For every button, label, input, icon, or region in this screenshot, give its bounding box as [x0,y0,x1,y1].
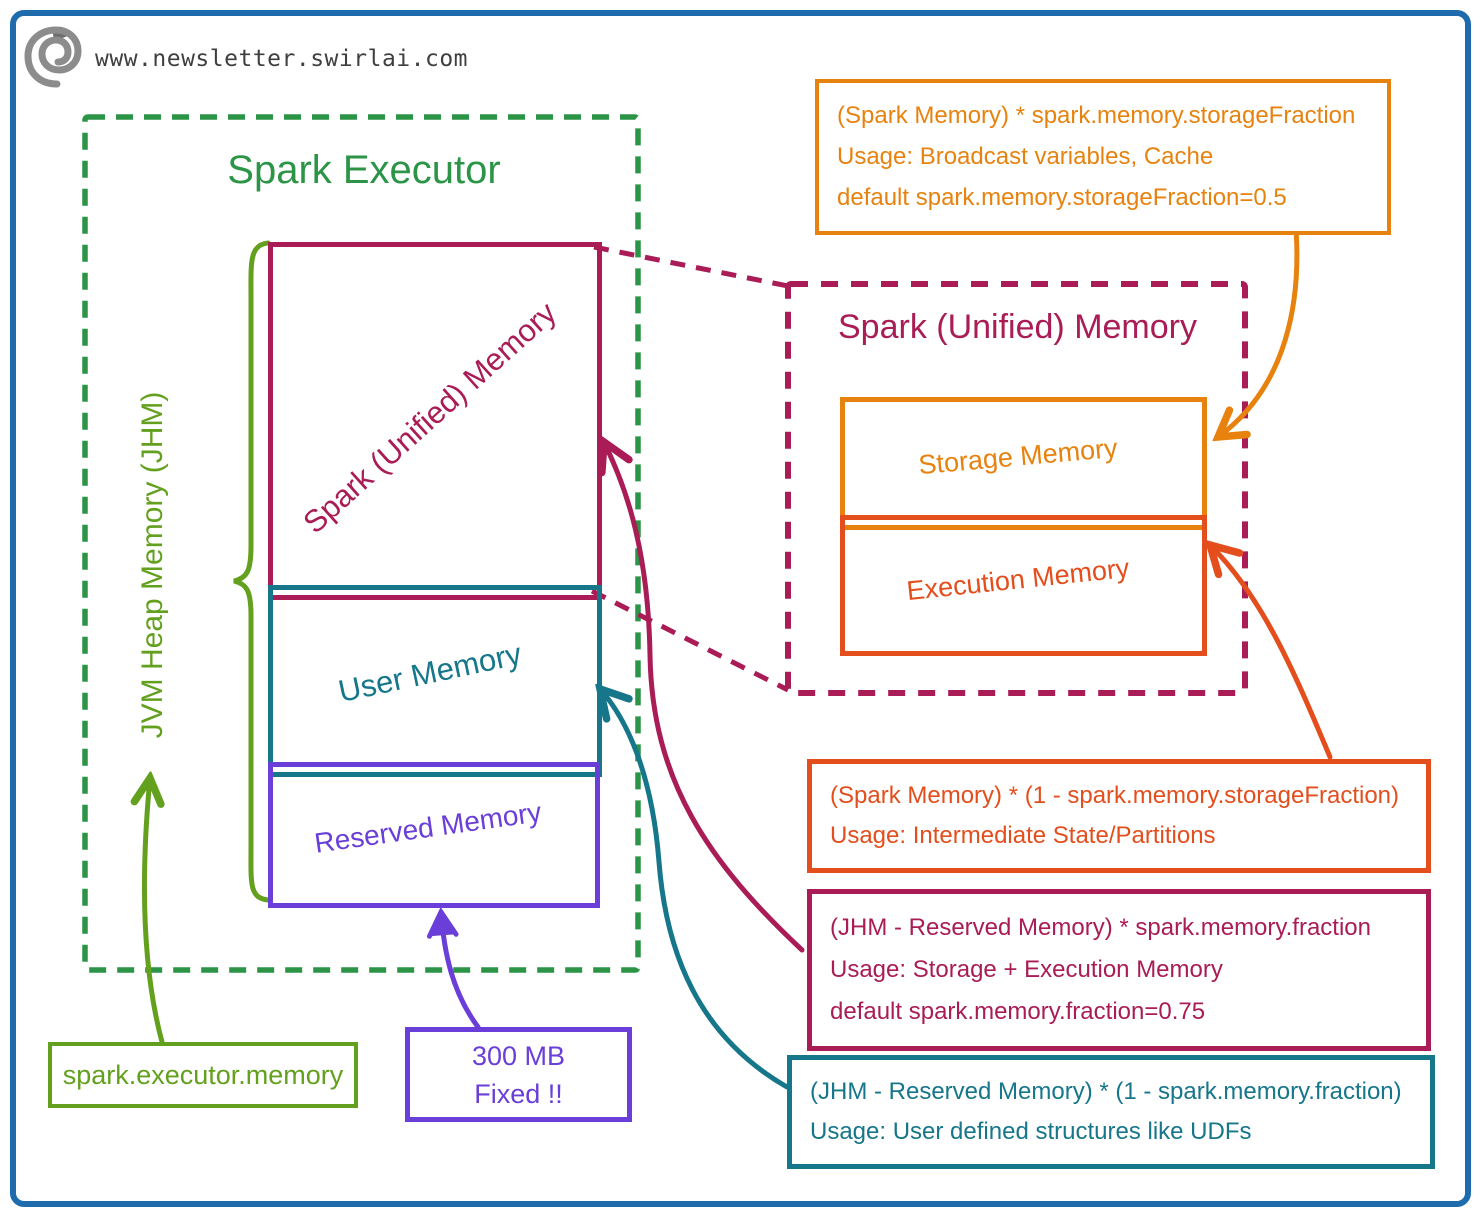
storage-formula-note: (Spark Memory) * spark.memory.storageFra… [815,79,1391,235]
fraction-note-arrow [604,442,805,953]
projection-line-bottom [590,588,790,693]
fixed-300mb-arrow [426,906,481,1030]
jhm-brace [233,240,271,903]
execution-memory-block [840,515,1207,656]
fixed-300mb-line2: Fixed !! [474,1078,563,1109]
projection-line-top [593,244,789,289]
execution-formula-line1: (Spark Memory) * (1 - spark.memory.stora… [830,782,1400,809]
user-formula-line1: (JHM - Reserved Memory) * (1 - spark.mem… [810,1078,1402,1105]
spark-executor-memory-box: spark.executor.memory [48,1042,358,1108]
spark-executor-title: Spark Executor [227,148,501,192]
unified-memory-detail-title: Spark (Unified) Memory [838,308,1197,346]
spark-memory-fraction-note: (JHM - Reserved Memory) * spark.memory.f… [807,889,1431,1051]
reserved-memory-block [268,762,600,908]
storage-formula-line1: (Spark Memory) * spark.memory.storageFra… [837,102,1356,129]
storage-formula-line2: Usage: Broadcast variables, Cache [837,143,1214,170]
fraction-formula-line1: (JHM - Reserved Memory) * spark.memory.f… [830,914,1371,941]
storage-formula-line3: default spark.memory.storageFraction=0.5 [837,184,1287,211]
fraction-formula-line2: Usage: Storage + Execution Memory [830,956,1223,983]
fixed-300mb-line1: 300 MB [471,1040,566,1071]
site-url: www.newsletter.swirlai.com [95,46,469,72]
user-memory-block [268,585,602,777]
fraction-formula-line3: default spark.memory.fraction=0.75 [830,998,1206,1025]
fixed-300mb-box: 300 MB Fixed !! [405,1027,632,1122]
executor-memory-arrow [144,778,162,1045]
execution-formula-line2: Usage: Intermediate State/Partitions [830,822,1216,849]
storage-memory-block [840,397,1207,530]
execution-note-arrow [1210,545,1333,760]
user-formula-line2: Usage: User defined structures like UDFs [810,1118,1252,1145]
spark-unified-memory-block [268,242,602,600]
execution-formula-note: (Spark Memory) * (1 - spark.memory.stora… [807,759,1431,873]
swirlai-logo-icon [24,26,82,88]
jvm-heap-memory-label: JVM Heap Memory (JHM) [136,391,169,739]
user-memory-formula-note: (JHM - Reserved Memory) * (1 - spark.mem… [787,1055,1435,1169]
